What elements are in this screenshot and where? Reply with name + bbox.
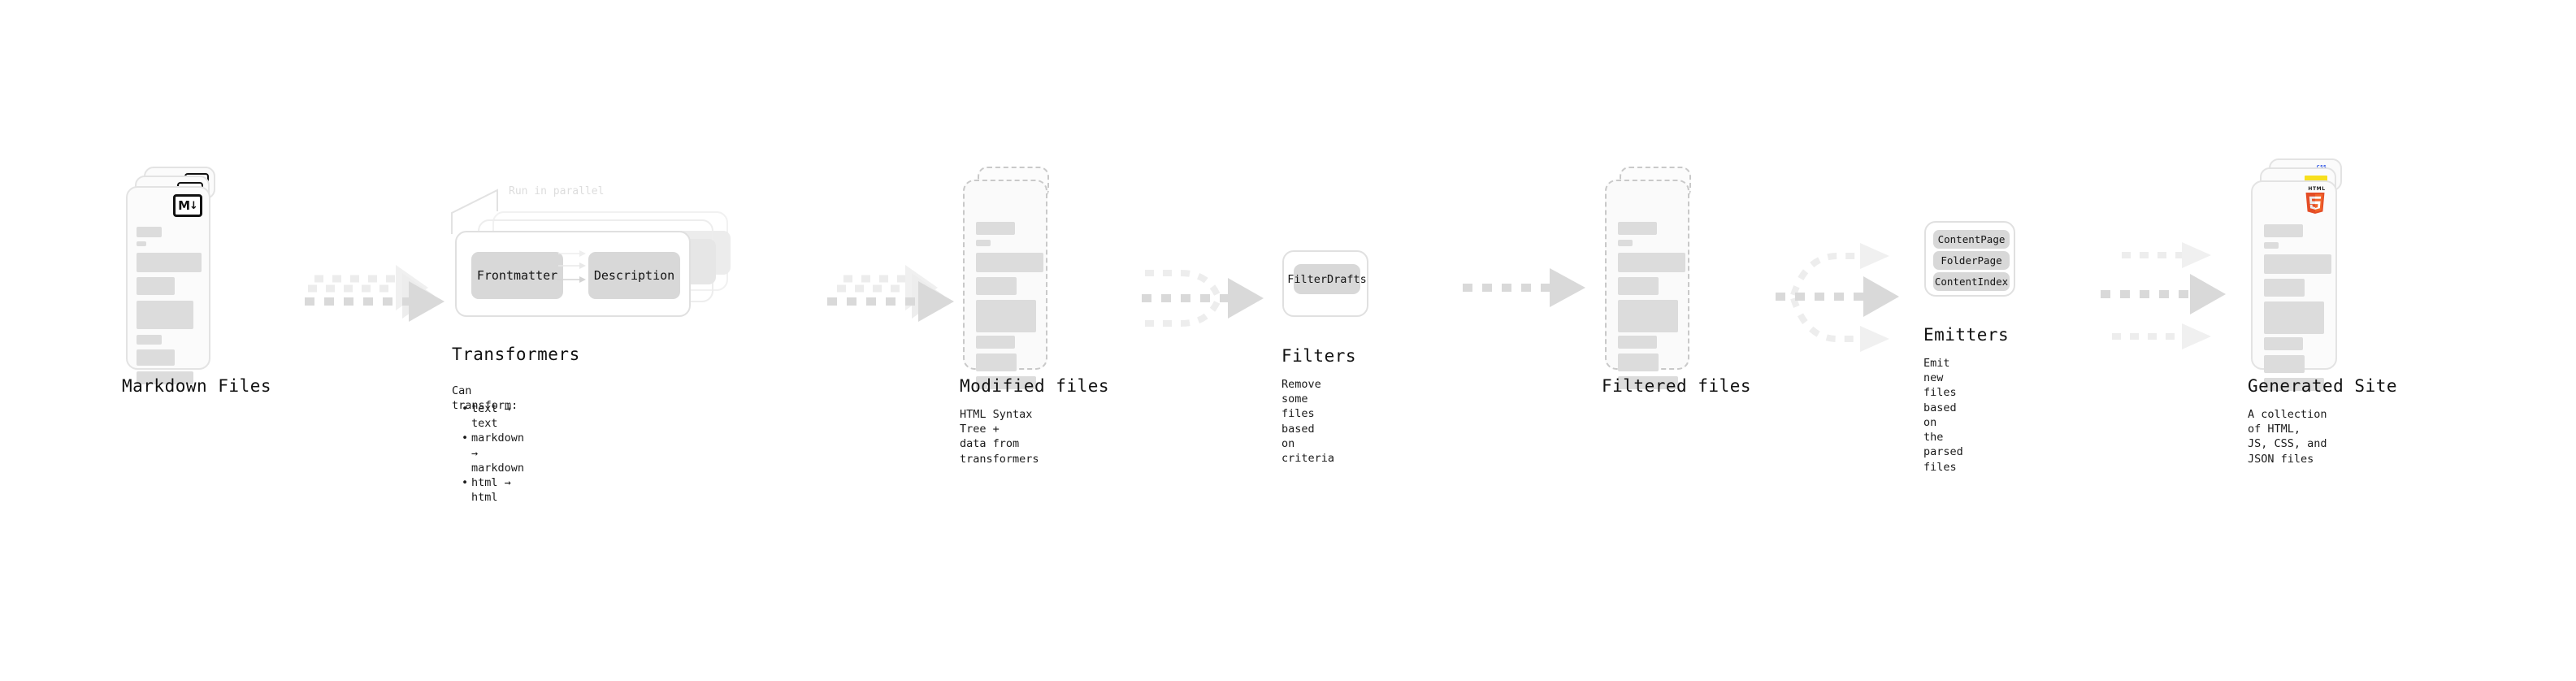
site-card-body: HTML [2253, 182, 2335, 391]
arrow-merge-3to1 [1142, 270, 1264, 327]
stage-title-modified-files: Modified files [960, 376, 1110, 396]
skeleton-bar [2264, 301, 2324, 334]
connector-filters-to-filtered [1459, 268, 1597, 307]
skeleton-bar [137, 335, 162, 345]
chip-label: FilterDrafts [1287, 272, 1367, 286]
skeleton-bar [2264, 254, 2331, 274]
skeleton-bar [1618, 354, 1659, 371]
filtered-card-body [1607, 181, 1688, 389]
skeleton-bar [976, 222, 1015, 235]
filters-box: FilterDrafts [1282, 250, 1368, 317]
transformer-box-front: Frontmatter Description [455, 231, 691, 317]
bullet-item: markdown → markdown [460, 431, 524, 475]
skeleton-bar [976, 300, 1036, 332]
inner-arrows-icon [557, 250, 586, 283]
markdown-card-body: M↓ [128, 188, 209, 384]
filter-chip-filterdrafts[interactable]: FilterDrafts [1287, 264, 1367, 294]
stage-title-emitters: Emitters [1923, 325, 2010, 345]
skeleton-bar [137, 227, 162, 237]
skeleton-bar [976, 240, 991, 246]
connector-modified-to-filters [1134, 258, 1280, 344]
arrow-split-1to3 [1776, 243, 1899, 352]
emitter-chip-contentindex[interactable]: ContentIndex [1933, 272, 2010, 291]
stage-generated-site: CSS HTML [2248, 158, 2397, 466]
skeleton-bar [1618, 222, 1657, 235]
connector-filtered-to-emitters [1776, 240, 1922, 354]
transformer-chip-description[interactable]: Description [588, 252, 680, 299]
skeleton-bar [2264, 337, 2303, 350]
skeleton-bar [976, 253, 1043, 272]
modified-card-front [963, 180, 1047, 389]
skeleton-bar [137, 349, 175, 366]
html5-badge: HTML [2305, 187, 2329, 215]
skeleton-bar [1618, 277, 1659, 295]
stage-modified-files: Modified files HTML Syntax Tree + data f… [960, 167, 1109, 466]
modified-card-stack [963, 167, 1052, 389]
skeleton-bar [137, 253, 202, 272]
connector-transformers-to-modified [821, 265, 967, 333]
md-badge-letter: M [178, 197, 190, 213]
stage-subtitle-modified-files: HTML Syntax Tree + data from transformer… [960, 408, 1039, 466]
arrow-single [1463, 268, 1585, 307]
skeleton-bar [2264, 355, 2305, 373]
connector-emitters-to-site [2101, 237, 2247, 351]
markdown-badge-front: M↓ [173, 194, 202, 217]
skeleton-bar [137, 241, 146, 246]
skeleton-bar [976, 376, 1036, 389]
skeleton-bar [137, 277, 175, 295]
skeleton-bar [976, 277, 1017, 295]
chip-label: ContentPage [1937, 233, 2006, 245]
site-card-front-html: HTML [2251, 180, 2337, 391]
skeleton-bar [976, 336, 1015, 349]
html5-shield-icon [2305, 193, 2325, 214]
arrow-parallel-3 [827, 265, 954, 322]
skeleton-bar [976, 354, 1017, 371]
md-badge-arrow: ↓ [189, 199, 198, 212]
skeleton-bar [1618, 336, 1657, 349]
stage-subtitle-filters: Remove some files based on criteria [1281, 378, 1335, 466]
skeleton-bar [1618, 240, 1633, 246]
stage-markdown-files: M↓ M↓ M↓ [122, 167, 271, 396]
stage-title-filters: Filters [1281, 346, 1357, 366]
stage-filtered-files: Filtered files [1602, 167, 1751, 396]
markdown-card-stack: M↓ M↓ M↓ [126, 167, 215, 384]
transformer-chip-frontmatter[interactable]: Frontmatter [471, 252, 563, 299]
emitters-box: ContentPage FolderPage ContentIndex [1924, 221, 2015, 297]
arrow-parallel-3 [2101, 242, 2226, 349]
stage-title-markdown-files: Markdown Files [122, 376, 272, 396]
arrow-parallel-3 [305, 265, 445, 322]
modified-card-body [965, 181, 1046, 389]
filtered-card-stack [1605, 167, 1694, 389]
bullet-item: text → text [460, 401, 524, 431]
skeleton-bar [137, 301, 193, 329]
skeleton-bar [2264, 378, 2324, 391]
stage-title-filtered-files: Filtered files [1602, 376, 1752, 396]
filtered-card-front [1605, 180, 1689, 389]
markdown-card-front: M↓ [126, 186, 210, 384]
skeleton-bar [2264, 242, 2279, 249]
connector-markdown-to-transformers [305, 265, 451, 333]
skeleton-bar [2264, 224, 2303, 237]
skeleton-bar [2264, 279, 2305, 297]
parallel-bracket-icon [451, 189, 498, 234]
bullet-item: html → html [460, 475, 524, 505]
stage-title-generated-site: Generated Site [2248, 376, 2398, 396]
skeleton-bar [137, 371, 193, 384]
transformers-bullets: text → text markdown → markdown html → h… [460, 401, 524, 505]
chip-label: ContentIndex [1934, 275, 2009, 288]
stage-subtitle-generated-site: A collection of HTML, JS, CSS, and JSON … [2248, 408, 2327, 466]
chip-label: Description [593, 268, 675, 283]
emitter-chip-contentpage[interactable]: ContentPage [1933, 230, 2010, 249]
stage-subtitle-emitters: Emit new files based on the parsed files [1923, 357, 1963, 474]
emitter-chip-folderpage[interactable]: FolderPage [1933, 251, 2010, 270]
skeleton-bar [1618, 253, 1685, 272]
chip-label: Frontmatter [476, 268, 558, 283]
chip-label: FolderPage [1941, 254, 2002, 267]
stage-title-transformers: Transformers [452, 345, 580, 364]
site-card-stack: CSS HTML [2251, 158, 2344, 391]
run-in-parallel-label: Run in parallel [509, 185, 605, 197]
skeleton-bar [1618, 300, 1678, 332]
skeleton-bar [1618, 376, 1678, 389]
